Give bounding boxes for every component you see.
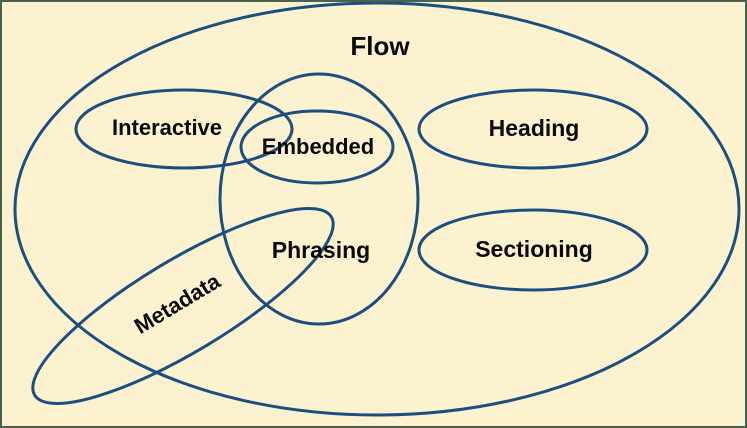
set-label-interactive: Interactive [112, 115, 222, 140]
set-ellipse-embedded[interactable] [241, 111, 393, 183]
set-ellipse-phrasing[interactable] [220, 74, 418, 324]
set-label-sectioning: Sectioning [475, 236, 593, 262]
set-ellipse-interactive[interactable] [76, 90, 292, 168]
set-ellipse-metadata[interactable] [11, 177, 355, 428]
set-label-heading: Heading [489, 115, 580, 141]
set-label-phrasing: Phrasing [272, 237, 370, 263]
set-label-embedded: Embedded [262, 134, 374, 159]
set-ellipse-sectioning[interactable] [419, 210, 647, 290]
set-ellipse-flow[interactable] [15, 3, 739, 415]
set-ellipse-heading[interactable] [419, 90, 647, 168]
set-label-flow: Flow [350, 31, 410, 61]
